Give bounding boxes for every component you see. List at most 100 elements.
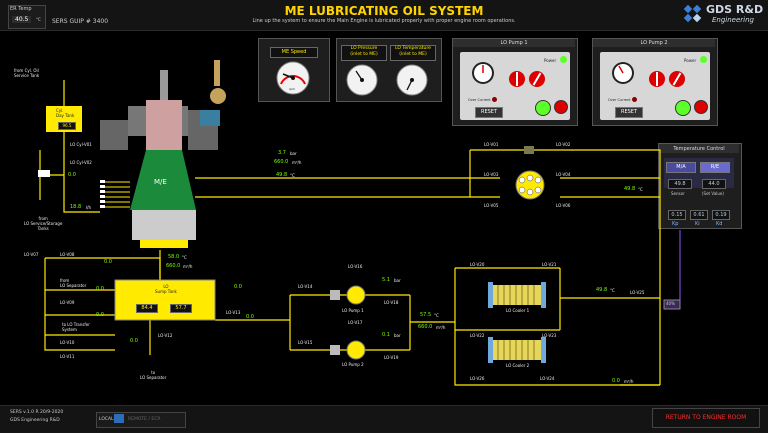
kd-value[interactable]: 0.19 [712,210,730,220]
valve-v08-label[interactable]: LO-V08 [60,252,75,257]
valve-v17-label[interactable]: LO-V17 [348,320,363,325]
valve-v11-label[interactable]: LO-V11 [60,354,75,359]
service-flow-value: 0.0 [104,259,112,265]
valve-v25-label[interactable]: LO-V25 [630,290,645,295]
lo-pump-2-local-remote-icon[interactable] [668,70,686,88]
sump-out-flow-unit: m³/h [183,264,193,269]
valve-v21-label[interactable]: LO-V21 [542,262,557,267]
sim-id: SERS GUIP # 3400 [52,18,109,25]
from-separator-label: from LO Separator [60,278,87,288]
valve-v22-label[interactable]: LO-V22 [470,333,485,338]
valve-v24-label[interactable]: LO-V24 [540,376,555,381]
me-inlet-temp: 49.8 [276,172,288,178]
valve-v12-label[interactable]: LO-V12 [158,333,173,338]
sump-out-temp: 58.0 [168,254,180,260]
return-to-engine-room-button[interactable]: RETURN TO ENGINE ROOM [652,408,760,428]
three-way-temp: 49.8 [624,186,636,192]
valve-v18-label[interactable]: LO-V18 [384,300,399,305]
separator-return-flow-value: 0.0 [130,338,138,344]
valve-v13-label[interactable]: LO-V13 [226,310,241,315]
lo-pump-1-power-label: Power [544,58,557,63]
lo-pump-1-overcurrent-label: Over Current [468,98,491,102]
me-speed-label: ME Speed [270,47,318,58]
kp-label: Kp [672,221,679,227]
valve-v10-label[interactable]: LO-V10 [60,340,75,345]
ki-label: Ki [695,221,700,227]
me-inlet-pressure: 3.7 [278,150,286,156]
me-inlet-flow-unit: m³/h [292,160,302,165]
temp-sensor-value: 49.8 [668,179,692,189]
valve-v23-label[interactable]: LO-V23 [542,333,557,338]
lo-pump-1-selector-icon[interactable] [508,70,526,88]
sump-temp-value: 57.7 [170,304,192,313]
sump-tank-label: LO Sump Tank [155,284,177,294]
lo-cyl-v01-label: LO Cyl-V01 [70,142,92,147]
lo-pump-2-power-label: Power [684,58,697,63]
lo-temp-gauge [396,64,428,96]
kp-value[interactable]: 0.15 [668,210,686,220]
lo-pump-1-ammeter-icon [472,62,494,84]
valve-v03-label[interactable]: LO-V03 [484,172,499,177]
cooler-inlet-flow-unit: m³/h [436,325,446,330]
valve-v14-label[interactable]: LO-V14 [298,284,313,289]
temp-sensor-label: Sensor [671,191,685,196]
version-label: SERS v.1.0 R 20/9-2020 [10,410,64,415]
piping-diagram [39,60,681,386]
location-toggle-knob[interactable] [114,414,124,423]
transfer-flow-value: 0.0 [96,312,104,318]
me-inlet-temp-unit: °C [290,173,295,178]
logo-subtitle: Engineering [712,16,754,24]
temp-control-title: Temperature Control [673,146,725,152]
valve-v15-label[interactable]: LO-V15 [298,340,313,345]
cyl-flow-unit: l/h [86,205,91,210]
valve-v09-label[interactable]: LO-V09 [60,300,75,305]
sump-drain-flow-value: 0.0 [234,284,242,290]
lo-pressure-title: LO Pressure [350,46,378,51]
er-temp-label: ER Temp [10,6,32,12]
lo-pump-2-title: LO Pump 2 [640,40,668,46]
lo-pump-2-ammeter-icon [612,62,634,84]
sump-out-temp-unit: °C [182,255,187,260]
valve-v02-label[interactable]: LO-V02 [556,142,571,147]
logo-title: GDS R&D [706,3,764,16]
lo-pump-1-titlebar [453,39,575,47]
to-transfer-label: to LO Transfer System [62,322,90,332]
lo-cooler-2-label: LO Cooler 2 [506,363,530,368]
lo-pump-2-stop-button[interactable] [694,100,708,114]
lo-pump-1-start-button[interactable] [535,100,551,116]
ki-value[interactable]: 0.61 [690,210,708,220]
valve-v26-label[interactable]: LO-V26 [470,376,485,381]
lo-pump-1-local-remote-icon[interactable] [528,70,546,88]
lo-pump-2-overcurrent-label: Over Current [608,98,631,102]
three-way-temp-unit: °C [638,187,643,192]
valve-v07-label[interactable]: LO-V07 [24,252,39,257]
valve-v16-label[interactable]: LO-V16 [348,264,363,269]
mode-re-button[interactable]: R/E [700,162,730,173]
valve-v20-label[interactable]: LO-V20 [470,262,485,267]
gds-logo-icon [683,4,702,23]
lo-pump-2-selector-icon[interactable] [648,70,666,88]
control-valve-value: 40% [666,301,675,306]
cooler-inlet-temp: 57.5 [420,312,432,318]
cyl-flow-value-2: 18.8 [70,204,82,210]
valve-v01-label[interactable]: LO-V01 [484,142,499,147]
mode-ma-button[interactable]: M/A [666,162,696,173]
lo-pump-1-stop-button[interactable] [554,100,568,114]
valve-v05-label[interactable]: LO-V05 [484,203,499,208]
lo-pump-2-start-button[interactable] [675,100,691,116]
lo-temp-title: LO Temperature [395,46,431,51]
er-temp-value: 40.5 [12,16,32,23]
me-speed-gauge [276,61,310,95]
lo-pump-1-reset-button[interactable]: RESET [475,107,503,118]
valve-v19-label[interactable]: LO-V19 [384,355,399,360]
temp-set-value[interactable]: 44.0 [702,179,726,189]
pump-2-pressure-unit: bar [394,333,401,338]
valve-v04-label[interactable]: LO-V04 [556,172,571,177]
valve-v06-label[interactable]: LO-V06 [556,203,571,208]
lo-pump-2-reset-button[interactable]: RESET [615,107,643,118]
pump-1-pressure-unit: bar [394,278,401,283]
lo-pump-2-overcurrent-lamp [632,97,637,102]
lo-pump-2-power-lamp [700,56,707,63]
lo-cyl-v02-label: LO Cyl-V02 [70,160,92,165]
lo-pressure-sub: (inlet to ME) [350,52,378,57]
